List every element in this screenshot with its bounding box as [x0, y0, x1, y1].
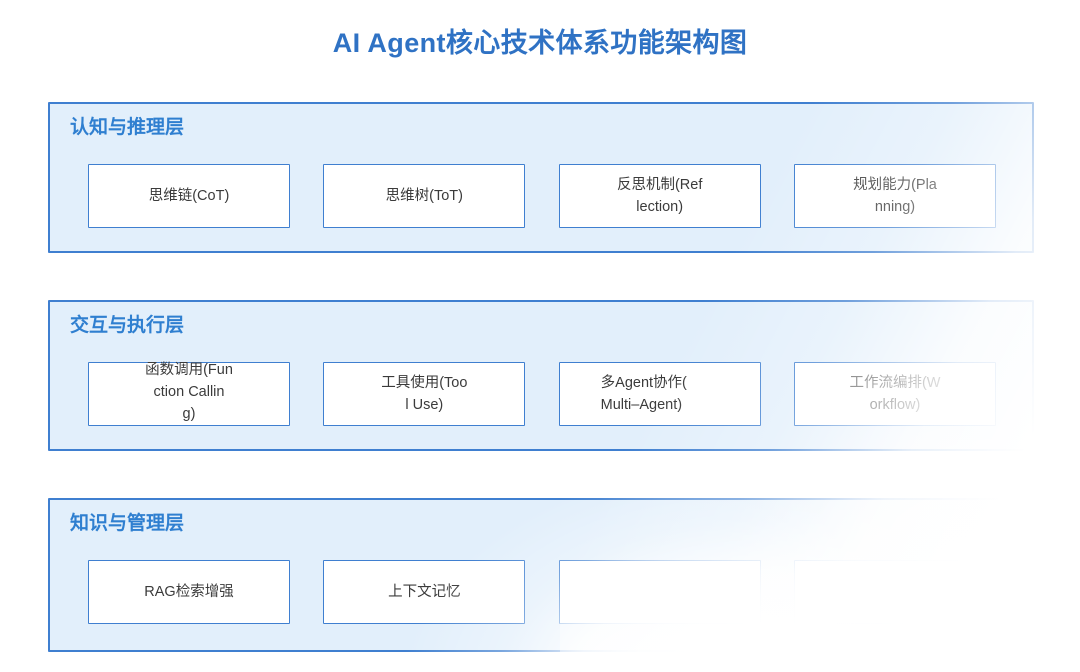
layer-panel-interaction: 交互与执行层 函数调用(Fun ction Callin g) 工具使用(Too…: [48, 300, 1034, 451]
card-tot[interactable]: 思维树(ToT): [323, 164, 526, 228]
card-knowledge-4[interactable]: [793, 560, 996, 624]
card-label: 函数调用(Fun ction Callin g): [145, 362, 233, 422]
card-label: 反思机制(Ref lection): [616, 177, 703, 215]
card-label: 多Agent协作( Multi–Agent): [600, 375, 687, 413]
layer-title: 知识与管理层: [70, 513, 185, 534]
layer-title: 认知与推理层: [70, 117, 185, 138]
card-function-calling[interactable]: 函数调用(Fun ction Callin g): [88, 362, 290, 426]
card-row: 函数调用(Fun ction Callin g) 工具使用(Too l Use)…: [88, 362, 996, 426]
card-tool-use[interactable]: 工具使用(Too l Use): [323, 362, 526, 426]
card-context-memory[interactable]: 上下文记忆: [323, 560, 526, 624]
card-label: 思维树(ToT): [385, 188, 463, 204]
page-title: AI Agent核心技术体系功能架构图: [332, 28, 748, 58]
card-multi-agent[interactable]: 多Agent协作( Multi–Agent): [558, 362, 761, 426]
layer-panel-knowledge: 知识与管理层 RAG检索增强 上下文记忆: [48, 498, 1034, 652]
card-label: 规划能力(Pla nning): [853, 177, 937, 215]
card-row: 思维链(CoT) 思维树(ToT) 反思机制(Ref lection) 规划能力…: [88, 164, 996, 228]
card-label: 上下文记忆: [388, 584, 461, 600]
card-workflow[interactable]: 工作流编排(W orkflow): [793, 362, 996, 426]
card-row: RAG检索增强 上下文记忆: [88, 560, 996, 624]
card-knowledge-3[interactable]: [558, 560, 761, 624]
card-reflection[interactable]: 反思机制(Ref lection): [558, 164, 761, 228]
layer-title: 交互与执行层: [70, 315, 185, 336]
layer-panel-cognition: 认知与推理层 思维链(CoT) 思维树(ToT) 反思机制(Ref lectio…: [48, 102, 1034, 253]
card-rag[interactable]: RAG检索增强: [88, 560, 290, 624]
card-planning[interactable]: 规划能力(Pla nning): [793, 164, 996, 228]
card-label: 工作流编排(W orkflow): [849, 375, 941, 413]
card-label: RAG检索增强: [144, 584, 234, 600]
card-label: 工具使用(Too l Use): [381, 375, 468, 413]
card-cot[interactable]: 思维链(CoT): [88, 164, 290, 228]
card-label: 思维链(CoT): [148, 188, 230, 204]
